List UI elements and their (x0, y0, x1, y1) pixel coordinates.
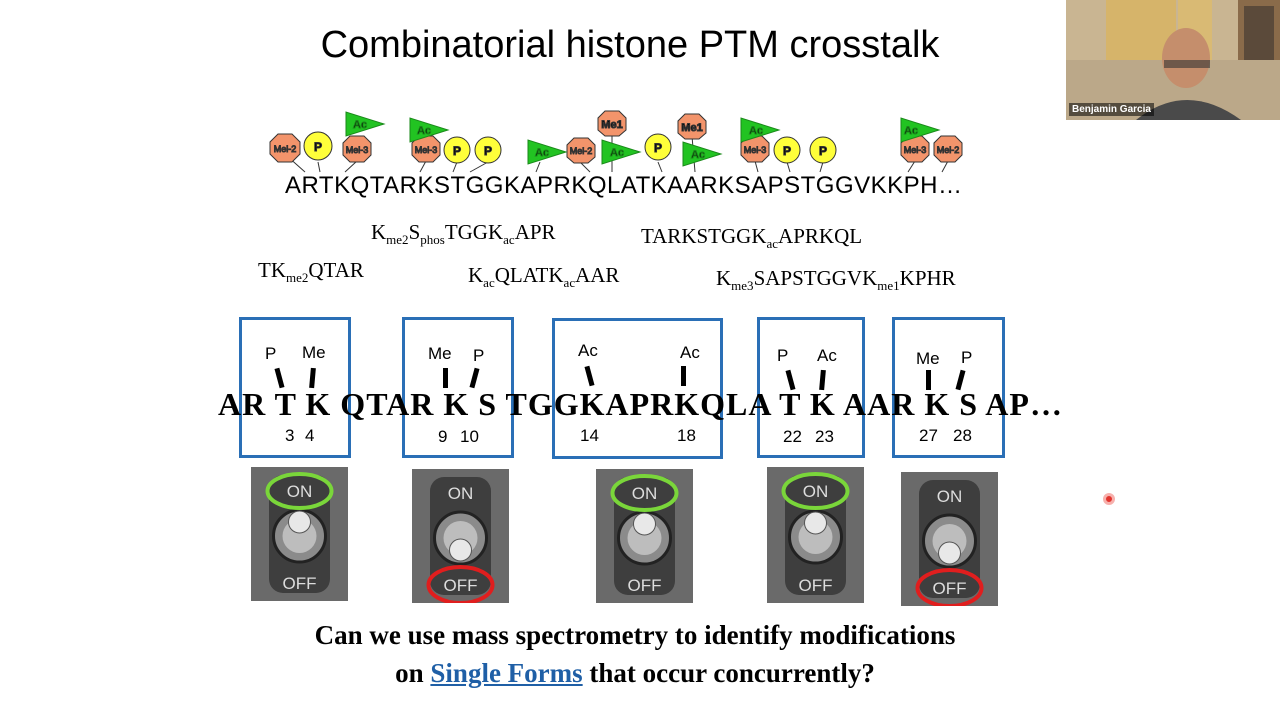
peptide-label: Kme3SAPSTGGVKme1KPHR (716, 266, 956, 294)
peptide-label: TKme2QTAR (258, 258, 364, 286)
mark-label: Ac (578, 341, 598, 360)
toggle-switch-image: ON OFF (767, 467, 864, 603)
ptm-glyphs: Mel-2 Mel-3 Mel-3 Mel-2 Me1 Me1 Mel-3 Me… (269, 110, 963, 173)
svg-text:Ac: Ac (417, 125, 431, 137)
mark-label: Me (428, 344, 452, 363)
svg-text:P: P (453, 144, 461, 158)
svg-text:ON: ON (448, 484, 474, 503)
mark-label: P (473, 346, 485, 365)
laser-pointer-icon (1103, 493, 1115, 505)
svg-text:Mel-3: Mel-3 (346, 145, 369, 155)
toggle-switch-image: ON OFF (596, 469, 693, 603)
mark-label: Ac (680, 343, 700, 362)
svg-text:OFF: OFF (628, 576, 662, 595)
mark-label: Me (302, 343, 326, 362)
residue-number: 23 (815, 427, 834, 446)
svg-text:Me1: Me1 (601, 119, 622, 131)
highlighted-sequence: AR T K QTAR K S TGGKAPRKQLA T K AAR K S … (218, 386, 1063, 422)
svg-text:ON: ON (803, 482, 829, 501)
ptm-site-box (757, 317, 865, 458)
peptide-label: TARKSTGGKacAPRKQL (641, 224, 863, 252)
participant-name: Benjamin Garcia (1069, 103, 1154, 116)
histone-sequence: ARTKQTARKSTGGKAPRKQLATKAARKSAPSTGGVKKPH… (285, 172, 963, 199)
residue-number: 3 (285, 426, 295, 445)
svg-text:Mel-2: Mel-2 (937, 145, 960, 155)
svg-text:OFF: OFF (933, 579, 967, 598)
question-line-2: on Single Forms that occur concurrently? (395, 658, 875, 688)
residue-number: 14 (580, 426, 599, 445)
toggle-switch-image: ON OFF (901, 472, 998, 606)
ptm-site-box (552, 318, 723, 459)
residue-number: 22 (783, 427, 802, 446)
svg-text:OFF: OFF (444, 576, 478, 595)
svg-text:Mel-3: Mel-3 (744, 145, 767, 155)
ptm-site-box (892, 317, 1005, 458)
mark-label: Me (916, 349, 940, 368)
mark-tick (926, 370, 931, 390)
svg-text:ON: ON (287, 482, 313, 501)
residue-number: 27 (919, 426, 938, 445)
svg-text:Ac: Ac (353, 119, 367, 131)
svg-text:P: P (484, 144, 492, 158)
svg-text:P: P (819, 144, 827, 158)
participant-video-frame (1066, 0, 1280, 120)
svg-text:Ac: Ac (691, 149, 705, 161)
svg-text:P: P (654, 141, 662, 155)
peptide-label: Kme2SphosTGGKacAPR (371, 220, 556, 248)
toggle-switch-image: ON OFF (412, 469, 509, 603)
residue-number: 9 (438, 427, 448, 446)
mark-tick (681, 366, 686, 386)
residue-number: 18 (677, 426, 696, 445)
participant-video[interactable]: Benjamin Garcia (1066, 0, 1280, 120)
svg-text:P: P (314, 140, 322, 154)
svg-text:Ac: Ac (610, 147, 624, 159)
residue-number: 28 (953, 426, 972, 445)
svg-text:Mel-2: Mel-2 (274, 144, 297, 154)
svg-text:Ac: Ac (535, 147, 549, 159)
slide-title: Combinatorial histone PTM crosstalk (320, 24, 940, 66)
svg-text:Mel-3: Mel-3 (415, 145, 438, 155)
mark-tick (443, 368, 448, 388)
svg-text:OFF: OFF (283, 574, 317, 593)
mark-label: P (265, 344, 277, 363)
single-forms-link[interactable]: Single Forms (430, 658, 583, 688)
peptide-label: KacQLATKacAAR (468, 263, 620, 291)
mark-label: P (961, 348, 973, 367)
question-line-1: Can we use mass spectrometry to identify… (314, 620, 956, 650)
svg-text:Me1: Me1 (681, 122, 702, 134)
svg-text:Mel-2: Mel-2 (570, 146, 593, 156)
svg-text:Ac: Ac (749, 125, 763, 137)
svg-text:Mel-3: Mel-3 (904, 145, 927, 155)
mark-label: P (777, 346, 789, 365)
toggle-switch-image: ON OFF (251, 467, 348, 601)
mark-label: Ac (817, 346, 837, 365)
svg-text:ON: ON (937, 487, 963, 506)
ptm-site-box (239, 317, 351, 458)
ptm-site-box (402, 317, 514, 458)
residue-number: 4 (305, 426, 315, 445)
svg-text:ON: ON (632, 484, 658, 503)
svg-text:OFF: OFF (799, 576, 833, 595)
residue-number: 10 (460, 427, 479, 446)
svg-text:Ac: Ac (904, 125, 918, 137)
svg-text:P: P (783, 144, 791, 158)
